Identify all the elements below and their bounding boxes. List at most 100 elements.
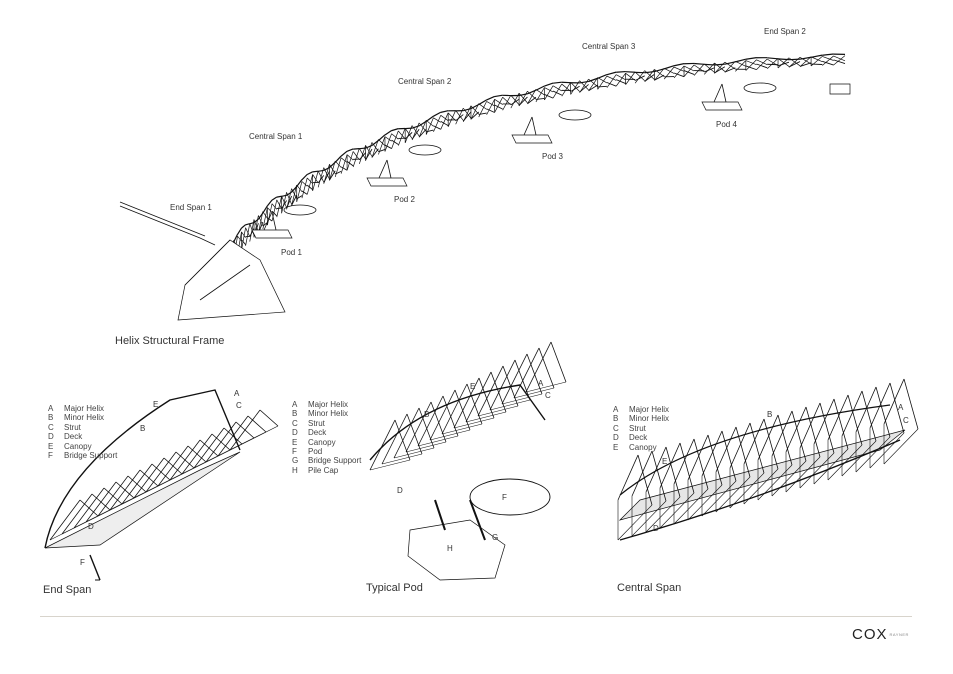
line-work	[875, 386, 891, 438]
strut	[398, 130, 406, 140]
minor-helix	[745, 65, 757, 71]
line-work	[889, 382, 905, 434]
line-work	[453, 377, 480, 429]
strut	[241, 231, 246, 238]
callout-f: F	[502, 493, 507, 502]
line-work	[715, 476, 751, 513]
major-helix	[371, 140, 379, 146]
strut	[271, 199, 278, 222]
strut	[262, 211, 268, 219]
strut	[241, 227, 246, 251]
strut	[317, 167, 325, 188]
minor-helix	[552, 90, 563, 96]
strut	[340, 154, 348, 174]
callout-d: D	[653, 524, 659, 533]
line-work	[501, 353, 528, 405]
legend-key: E	[48, 441, 54, 451]
legend-label: Bridge Support	[308, 456, 362, 466]
strut	[570, 80, 580, 95]
strut	[447, 110, 456, 127]
callout-a: A	[234, 389, 240, 398]
legend-label: Pod	[308, 447, 323, 457]
caption-helix-structural-frame: Helix Structural Frame	[115, 335, 225, 347]
caption-typical-pod: Typical Pod	[366, 582, 423, 594]
label-pod-1: Pod 1	[281, 248, 302, 257]
minor-helix	[570, 85, 580, 92]
line-work	[501, 393, 543, 405]
strut	[433, 115, 442, 133]
major-helix	[822, 53, 834, 56]
line-work	[799, 452, 835, 489]
strut	[561, 82, 571, 97]
callout-b: B	[140, 424, 146, 433]
strut	[588, 78, 598, 87]
major-helix	[616, 70, 626, 73]
strut	[352, 148, 360, 168]
minor-helix	[384, 144, 392, 149]
line-work	[193, 427, 225, 469]
line-work	[631, 500, 667, 537]
pod-platform	[408, 144, 442, 156]
minor-helix	[606, 82, 617, 87]
strut	[306, 174, 313, 195]
minor-helix	[683, 70, 695, 75]
major-helix	[735, 58, 746, 63]
minor-helix	[317, 175, 325, 184]
strut	[777, 57, 790, 69]
strut	[579, 78, 589, 93]
line-work	[453, 417, 495, 429]
strut	[833, 55, 846, 62]
legend-label: Minor Helix	[308, 409, 349, 419]
line-work	[430, 401, 447, 443]
label-end-span-2: End Span 2	[764, 27, 806, 36]
strut	[510, 92, 520, 109]
strut	[644, 69, 655, 82]
line-work	[729, 472, 765, 509]
line-work	[525, 381, 567, 393]
major-helix	[418, 120, 427, 127]
major-helix	[478, 99, 487, 106]
major-helix	[440, 110, 449, 113]
line-work	[184, 239, 231, 286]
line-work	[687, 484, 723, 521]
minor-helix	[281, 200, 287, 209]
line-work	[49, 499, 81, 541]
major-helix	[694, 62, 705, 65]
line-work	[735, 426, 751, 478]
line-work	[525, 341, 552, 393]
strut	[745, 59, 757, 71]
line-work	[903, 378, 919, 430]
major-helix	[44, 389, 241, 549]
strut	[258, 215, 264, 226]
legend-key: D	[613, 433, 619, 443]
line-work	[701, 430, 723, 477]
major-helix	[619, 404, 891, 496]
pod-platform	[469, 478, 551, 516]
strut	[359, 145, 366, 164]
line-work	[478, 377, 495, 419]
strut	[291, 184, 298, 206]
legend-label: Strut	[629, 423, 646, 433]
line-work	[381, 413, 408, 465]
strut	[478, 103, 487, 110]
line-work	[721, 430, 737, 482]
major-helix	[597, 74, 608, 79]
strut	[237, 235, 242, 242]
line-work	[405, 441, 447, 453]
line-work	[157, 445, 189, 487]
strut	[371, 139, 379, 158]
label-central-span-1: Central Span 1	[249, 132, 303, 141]
strut	[714, 61, 726, 74]
strut	[470, 105, 480, 115]
callout-c: C	[903, 416, 909, 425]
legend-label: Deck	[64, 432, 83, 442]
line-work	[523, 116, 533, 136]
strut	[663, 66, 675, 80]
